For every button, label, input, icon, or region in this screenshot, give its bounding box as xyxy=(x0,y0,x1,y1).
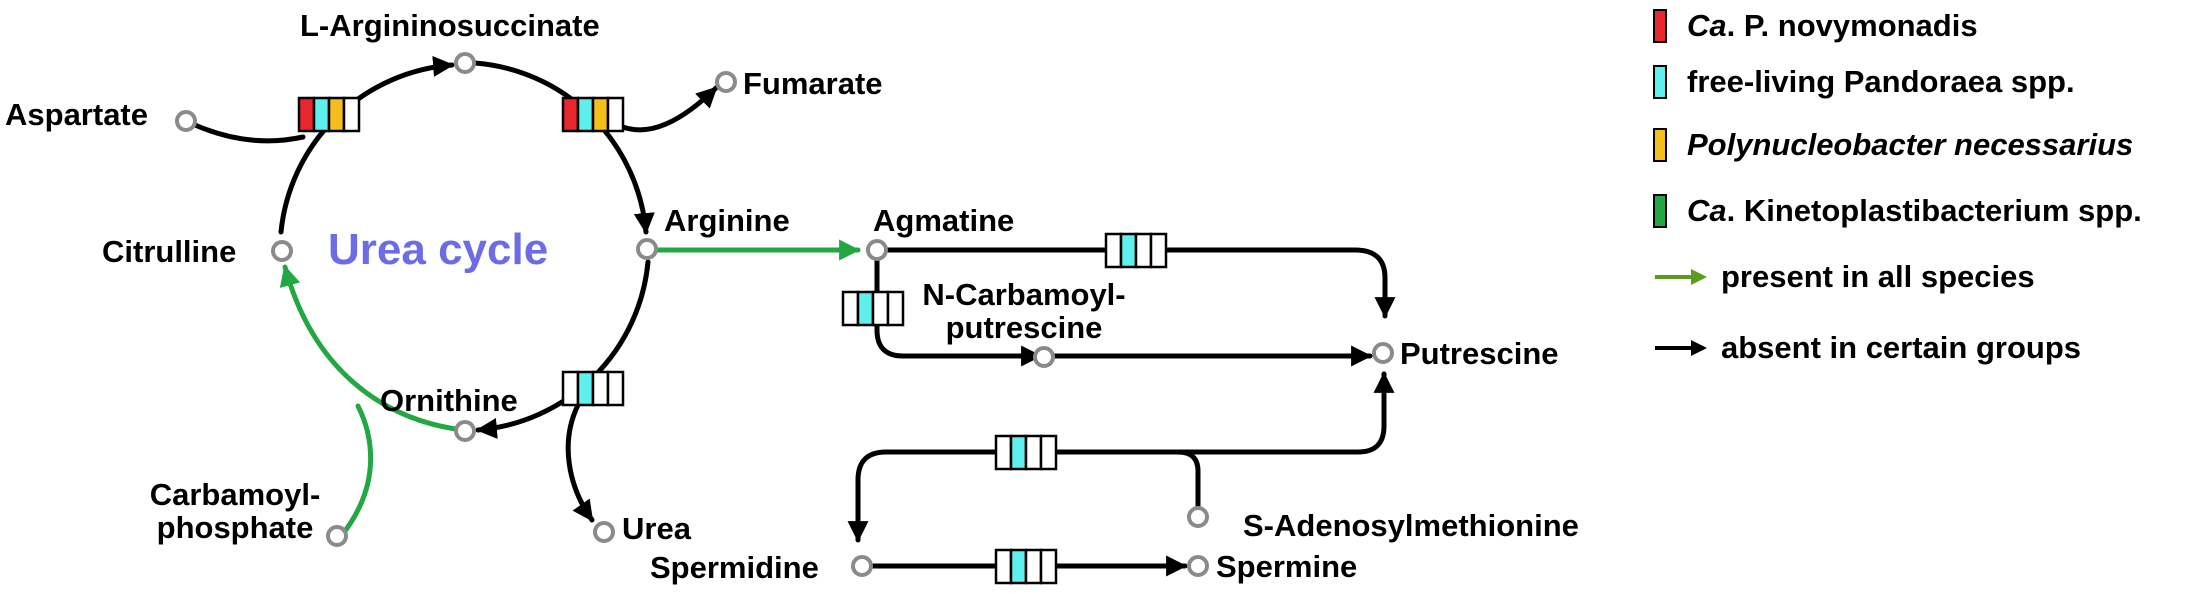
legend-item-absent-arrow: absent in certain groups xyxy=(1653,330,2081,366)
node-urea xyxy=(593,521,615,543)
legend-label-pandoraea: free-living Pandoraea spp. xyxy=(1687,64,2075,99)
legend-label-absent: absent in certain groups xyxy=(1721,330,2082,365)
enzyme-box-agmatinase xyxy=(1104,232,1168,269)
label-n-carbamoyl-line2: putrescine xyxy=(945,310,1103,346)
label-s-adenosylmethionine: S-Adenosylmethionine xyxy=(1243,508,1579,543)
label-fumarate: Fumarate xyxy=(743,66,883,101)
label-carbamoylphosphate: Carbamoyl- phosphate xyxy=(150,478,321,545)
node-citrulline xyxy=(271,240,293,262)
edge-citrulline-to-argininosuccinate xyxy=(278,55,455,235)
enzyme-box-argininosuccinate-lyase xyxy=(561,96,625,133)
node-ornithine xyxy=(454,420,476,442)
edge-argininosuccinate-to-arginine xyxy=(472,60,655,235)
label-citrulline: Citrulline xyxy=(102,234,237,269)
cycle-title: Urea cycle xyxy=(328,225,549,274)
edge-fumarate-branch xyxy=(615,85,719,133)
legend-swatch-red xyxy=(1653,9,1667,43)
node-agmatine xyxy=(866,239,888,261)
legend-label-polynucleobacter: Polynucleobacter necessarius xyxy=(1687,127,2134,162)
label-carbamoyl-line1: Carbamoyl- xyxy=(149,477,321,512)
label-carbamoyl-line2: phosphate xyxy=(156,510,314,546)
label-spermidine: Spermidine xyxy=(650,550,819,585)
node-l-argininosuccinate xyxy=(454,52,476,74)
node-aspartate xyxy=(175,110,197,132)
enzyme-box-agmatine-deiminase xyxy=(841,290,905,327)
legend-item-pandoraea: free-living Pandoraea spp. xyxy=(1653,64,2075,100)
legend-swatch-green xyxy=(1653,194,1667,228)
edge-aspartate-join xyxy=(192,122,306,144)
label-agmatine: Agmatine xyxy=(873,203,1015,238)
legend-label-kinetoplastibacterium: Ca. Kinetoplastibacterium spp. xyxy=(1687,193,2142,228)
enzyme-box-spermine-synthase xyxy=(994,548,1058,585)
enzyme-box-arginase xyxy=(561,370,625,407)
node-fumarate xyxy=(715,71,737,93)
label-n-carbamoyl-line1: N-Carbamoyl- xyxy=(922,277,1126,312)
legend-item-pnovymonadis: Ca. P. novymonadis xyxy=(1653,8,1978,44)
edge-ornithine-to-urea xyxy=(565,402,595,523)
label-arginine: Arginine xyxy=(664,203,790,238)
label-l-argininosuccinate: L-Argininosuccinate xyxy=(300,8,600,43)
edge-ornithine-to-citrulline xyxy=(279,264,466,433)
edge-agmatine-to-putrescine xyxy=(874,247,1396,319)
enzyme-box-argininosuccinate-synthase xyxy=(297,96,361,133)
node-spermine xyxy=(1187,555,1209,577)
black-arrow-icon xyxy=(1655,340,1707,356)
label-urea: Urea xyxy=(622,511,691,546)
node-n-carbamoylputrescine xyxy=(1033,346,1055,368)
node-arginine xyxy=(636,238,658,260)
legend-item-kinetoplastibacterium: Ca. Kinetoplastibacterium spp. xyxy=(1653,193,2142,229)
node-putrescine xyxy=(1372,342,1394,364)
legend-swatch-yellow xyxy=(1653,128,1667,162)
legend-swatch-cyan xyxy=(1653,65,1667,99)
edge-carbamoylphosphate-join xyxy=(339,403,374,538)
label-spermine: Spermine xyxy=(1216,549,1358,584)
node-s-adenosylmethionine xyxy=(1187,506,1209,528)
legend-label-present: present in all species xyxy=(1721,259,2035,294)
edge-spermidine-branch-to-putrescine xyxy=(1167,371,1395,455)
label-ornithine: Ornithine xyxy=(380,383,518,418)
node-spermidine xyxy=(851,555,873,577)
green-arrow-icon xyxy=(1655,269,1707,285)
label-putrescine: Putrescine xyxy=(1400,336,1559,371)
edge-agmatine-to-ncarbamoyl xyxy=(874,247,1043,367)
legend-item-present-arrow: present in all species xyxy=(1653,259,2035,295)
enzyme-box-spermidine-synthase xyxy=(994,434,1058,471)
node-carbamoylphosphate xyxy=(326,525,348,547)
label-aspartate: Aspartate xyxy=(5,97,148,132)
legend-label-pnovymonadis: Ca. P. novymonadis xyxy=(1687,8,1978,43)
label-n-carbamoylputrescine: N-Carbamoyl- putrescine xyxy=(922,278,1125,345)
legend-item-polynucleobacter: Polynucleobacter necessarius xyxy=(1653,127,2133,163)
